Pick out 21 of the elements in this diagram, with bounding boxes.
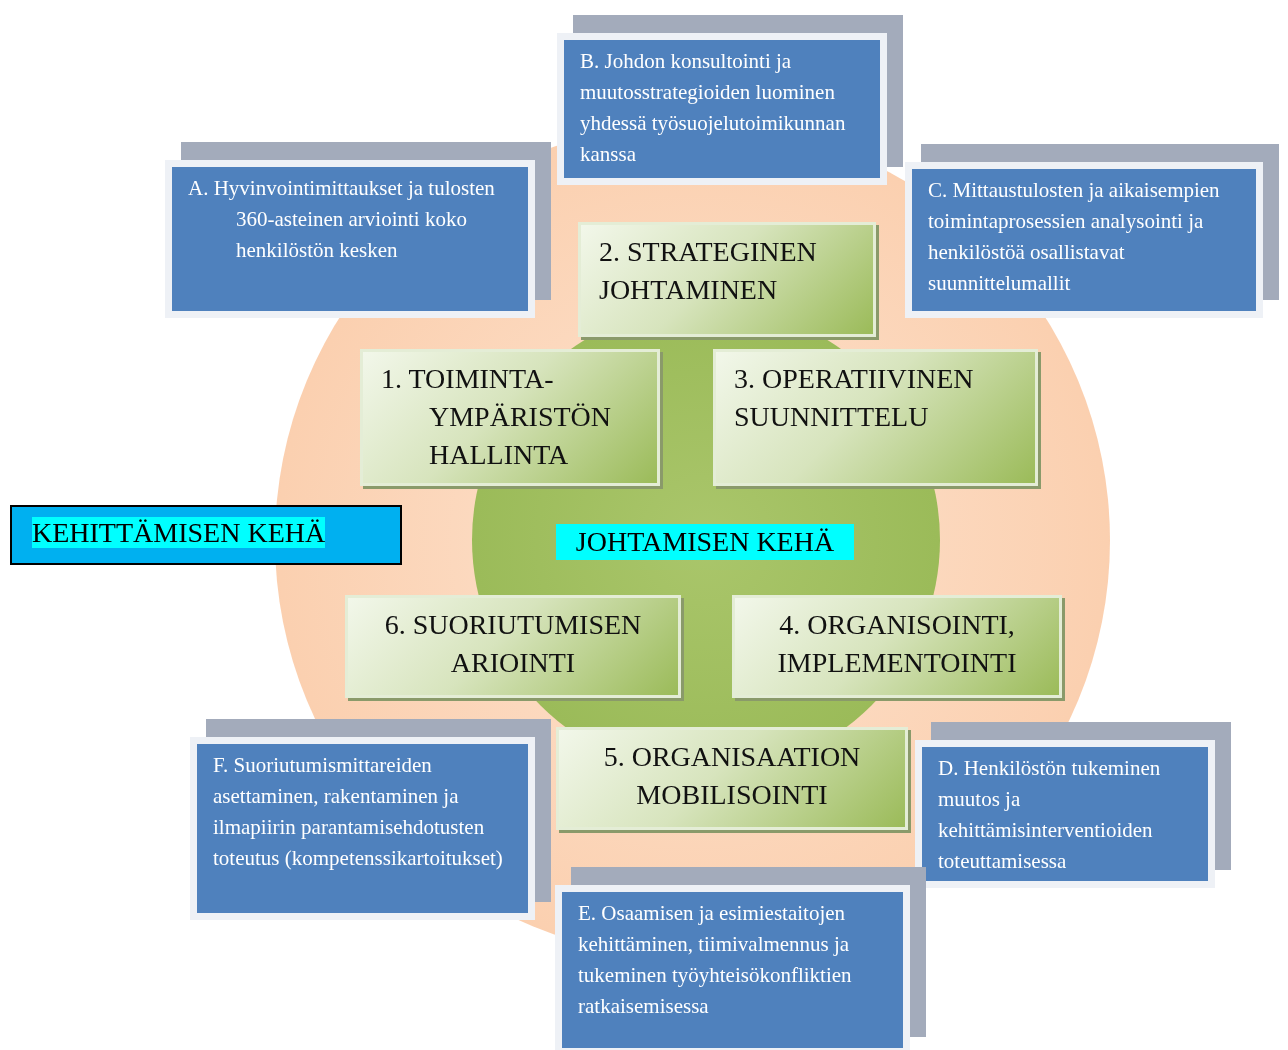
process-box — [578, 222, 876, 337]
center-label: JOHTAMISEN KEHÄ — [556, 524, 854, 560]
step-label: 3. OPERATIIVINEN SUUNNITTELU — [734, 362, 975, 434]
note-text: D. Henkilöstön tukeminen muutos ja kehittämisinterventioiden toteuttamisessa — [938, 755, 1162, 875]
process-box — [732, 595, 1062, 698]
step-label: 4. ORGANISOINTI, IMPLEMENTOINTI — [776, 608, 1018, 680]
step-label: 6. SUORIUTUMISEN ARIOINTI — [383, 608, 643, 680]
process-box — [556, 727, 908, 830]
step-label: 5. ORGANISAATION MOBILISOINTI — [602, 740, 862, 812]
step-label: 2. STRATEGINEN JOHTAMINEN — [599, 235, 818, 307]
note-text: A. Hyvinvointimittaukset ja tulosten 360-asteinen arviointi koko henkilöstön kesken — [188, 175, 496, 264]
note-text: E. Osaamisen ja esimiestaitojen kehittäminen, tiimivalmennus ja tukeminen työyhteisökonfliktien ratkaisemisessa — [578, 900, 853, 1020]
note-text: F. Suoriutumismittareiden asettaminen, rakentaminen ja ilmapiirin parantamisehdotusten toteutus (kompetenssikartoitukset) — [213, 752, 504, 872]
process-box — [713, 349, 1038, 486]
step-label: 1. TOIMINTA-YMPÄRISTÖN HALLINTA — [381, 362, 613, 472]
highlighted-label: KEHITTÄMISEN KEHÄ — [32, 517, 326, 548]
note-text: B. Johdon konsultointi ja muutosstrategioiden luominen yhdessä työsuojelutoimikunnan kanssa — [580, 48, 847, 168]
process-box — [345, 595, 681, 698]
note-text: C. Mittaustulosten ja aikaisempien toimintaprosessien analysointi ja henkilöstöä osallistavat suunnittelumallit — [928, 177, 1221, 297]
title-box — [10, 505, 402, 565]
process-box — [360, 349, 660, 486]
